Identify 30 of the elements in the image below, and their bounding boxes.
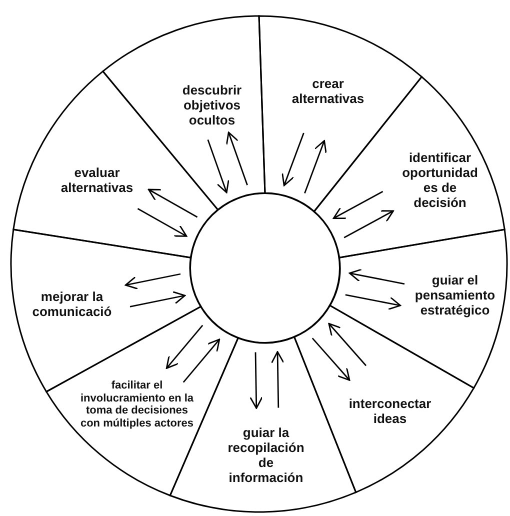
arrow (166, 324, 204, 369)
arrow (348, 268, 405, 285)
arrow (328, 322, 367, 366)
arrow (137, 208, 188, 237)
arrow (344, 210, 394, 238)
arrow (312, 338, 350, 381)
segment-label: guiar el pensamiento estratégico (414, 274, 496, 318)
arrow (270, 351, 284, 408)
segment-label: identificar oportunidad es de decisión (401, 151, 479, 211)
arrow (148, 188, 198, 218)
segment-label: facilitar el involucramiento en la toma de decisiones con múltiples actores (79, 380, 195, 430)
arrow (182, 338, 220, 383)
arrow (345, 294, 401, 310)
segment-label: evaluar alternativas (60, 166, 134, 196)
arrow (130, 291, 186, 308)
arrow (304, 140, 327, 194)
wheel-segment (9, 227, 203, 394)
segment-label: crear alternativas (290, 77, 366, 107)
arrow (124, 273, 181, 290)
arrow (207, 139, 230, 194)
segment-label: descubrir objetivos ocultos (181, 84, 243, 128)
segment-label: mejorar la comunicació (31, 290, 113, 320)
wheel-segment (327, 227, 509, 390)
arrow (226, 132, 248, 186)
segment-label: interconectar ideas (348, 397, 432, 427)
hub-circle (190, 193, 340, 343)
arrow (282, 132, 304, 186)
segment-label: guiar la recopilación de información (226, 426, 306, 486)
arrow (332, 190, 384, 219)
arrow (250, 352, 263, 409)
